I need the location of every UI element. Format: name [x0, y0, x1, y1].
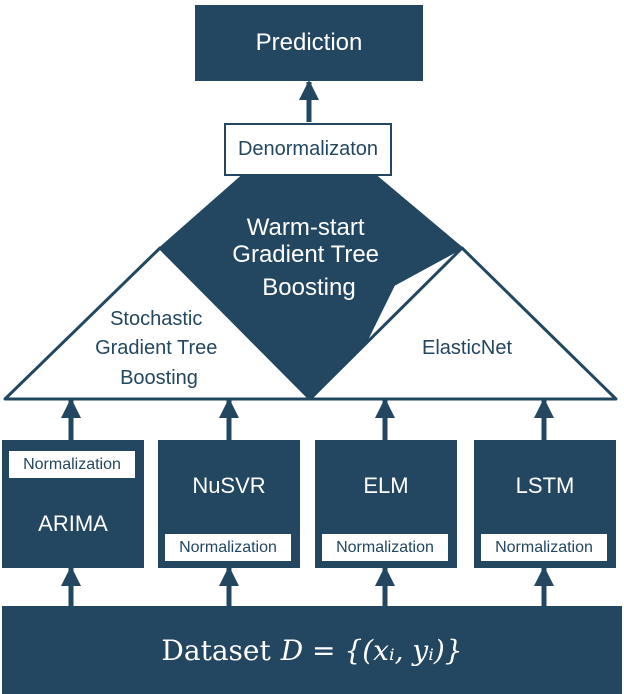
arima-normalization-label: Normalization: [23, 455, 121, 473]
model-nusvr: NuSVR Normalization: [158, 440, 300, 568]
nusvr-name-area: NuSVR: [158, 466, 300, 506]
model-arima: Normalization ARIMA: [2, 440, 144, 568]
elm-normalization-box: Normalization: [320, 532, 450, 563]
meta-learner-label: Warm-start Gradient Tree Boosting: [232, 214, 385, 301]
dataset-arrows: [61, 566, 554, 606]
stochastic-gbt-line-2: Gradient Tree: [95, 337, 217, 359]
stochastic-gbt-line-3: Boosting: [120, 367, 198, 389]
prediction-label: Prediction: [255, 29, 363, 56]
dataset-prefix: Dataset: [161, 633, 271, 667]
elasticnet-triangle: [308, 246, 618, 401]
nusvr-normalization-box: Normalization: [163, 532, 293, 563]
prediction-box: Prediction: [195, 5, 423, 81]
denormalization-label: Denormalizaton: [237, 138, 379, 160]
dataset-box: Dataset D = {(xᵢ, yᵢ)}: [2, 606, 622, 694]
meta-learner-line-3: Boosting: [262, 274, 355, 301]
stochastic-gbt-line-1: Stochastic: [110, 308, 202, 330]
arima-label: ARIMA: [38, 511, 108, 536]
lstm-normalization-box: Normalization: [479, 532, 609, 563]
stochastic-gbt-label: Stochastic Gradient Tree Boosting: [95, 308, 223, 389]
lstm-normalization-label: Normalization: [495, 538, 593, 556]
lstm-name-area: LSTM: [474, 466, 616, 506]
model-elm: ELM Normalization: [315, 440, 457, 568]
elm-name-area: ELM: [315, 466, 457, 506]
model-lstm: LSTM Normalization: [474, 440, 616, 568]
dataset-formula: D = {(xᵢ, yᵢ)}: [280, 633, 463, 667]
elm-normalization-label: Normalization: [336, 538, 434, 556]
denormalization-box: Denormalizaton: [224, 123, 392, 176]
meta-learner-line-2: Gradient Tree: [232, 241, 379, 268]
elm-label: ELM: [363, 473, 409, 498]
warm-start-gbt-shape: [159, 174, 463, 400]
model-arrows: [61, 398, 554, 440]
nusvr-normalization-label: Normalization: [179, 538, 277, 556]
nusvr-label: NuSVR: [192, 473, 266, 498]
arima-normalization-box: Normalization: [7, 449, 137, 480]
arima-name-area: ARIMA: [2, 504, 144, 544]
meta-learner-line-1: Warm-start: [247, 214, 365, 241]
lstm-label: LSTM: [515, 473, 575, 498]
elasticnet-label: ElasticNet: [422, 337, 512, 359]
